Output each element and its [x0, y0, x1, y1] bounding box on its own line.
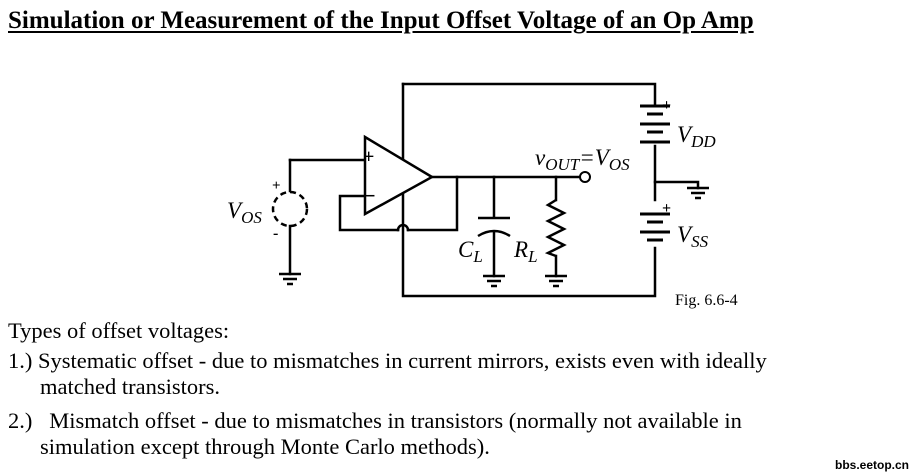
supply-gnd-wire — [653, 180, 700, 190]
capacitor-icon — [477, 216, 511, 238]
vout-label: vOUT=VOS — [535, 145, 630, 174]
vos-minus-sign: - — [273, 225, 278, 242]
vos-source-icon — [271, 190, 309, 228]
vos-label: VOS — [227, 198, 262, 227]
inverting-feedback-return — [406, 175, 459, 232]
ground-icon-supply — [687, 186, 709, 200]
output-node — [579, 171, 591, 183]
item-number: 1.) — [8, 348, 33, 373]
vss-battery-icon — [640, 212, 670, 242]
vss-label: VSS — [677, 222, 709, 251]
op-amp-plus-sign: + — [363, 146, 374, 168]
item-line1: Mismatch offset - due to mismatches in t… — [49, 408, 742, 433]
vdd-plus-sign: + — [662, 97, 671, 114]
op-amp-minus-sign: − — [363, 183, 376, 208]
offset-types-text: Types of offset voltages: 1.) Systematic… — [8, 318, 913, 468]
cl-label: CL — [458, 237, 483, 266]
item-number: 2.) — [8, 408, 33, 433]
rl-label: RL — [513, 237, 538, 266]
list-item: 2.) Mismatch offset - due to mismatches … — [8, 408, 913, 460]
ground-icon-vos — [279, 272, 301, 286]
resistor-icon — [544, 198, 567, 258]
vss-plus-sign: + — [662, 200, 671, 217]
left-lower-wire — [401, 178, 657, 298]
figure-label: Fig. 6.6-4 — [675, 292, 738, 309]
types-heading: Types of offset voltages: — [8, 318, 230, 343]
op-amp-offset-circuit-diagram: + − + - VOS CL RL + VDD + VSS vOUT=VOS — [227, 82, 716, 298]
item-line1: Systematic offset - due to mismatches in… — [38, 348, 767, 373]
inverting-feedback-wire — [338, 194, 400, 232]
item-line2: matched transistors. — [40, 374, 220, 399]
watermark: bbs.eetop.cn — [835, 458, 910, 472]
top-wire — [401, 82, 657, 106]
item-line2: simulation except through Monte Carlo me… — [40, 434, 490, 459]
ground-icon-rl — [545, 274, 567, 288]
page-title: Simulation or Measurement of the Input O… — [8, 7, 754, 34]
vos-plus-sign: + — [272, 178, 281, 194]
wire-crossing-jump — [396, 223, 410, 232]
vdd-label: VDD — [677, 122, 716, 151]
ground-icon-cl — [483, 274, 505, 288]
vdd-battery-icon — [640, 104, 670, 144]
list-item: 1.) Systematic offset - due to mismatche… — [8, 348, 913, 400]
op-amp-triangle — [363, 134, 435, 217]
